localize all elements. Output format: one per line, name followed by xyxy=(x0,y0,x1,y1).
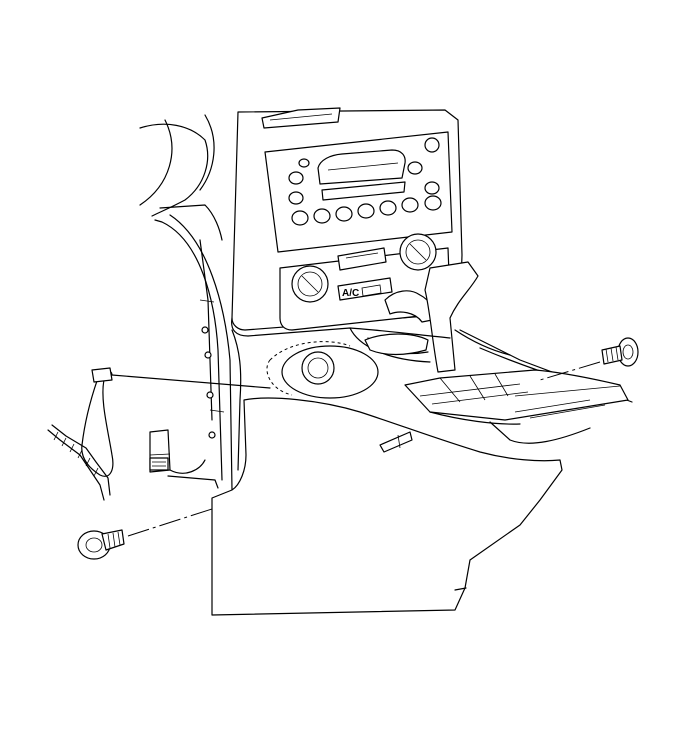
dashboard-left-section xyxy=(139,114,223,241)
lighter-socket xyxy=(301,351,335,385)
radio-button-4 xyxy=(407,161,423,175)
radio-button-3 xyxy=(298,158,310,168)
console-body xyxy=(154,214,633,616)
preset-button-5 xyxy=(379,200,397,216)
ac-button-label: A/C xyxy=(342,288,359,299)
preset-button-1 xyxy=(291,210,309,226)
coin-tray xyxy=(364,333,429,356)
left-bolt-centerline xyxy=(127,507,216,537)
preset-button-2 xyxy=(313,208,331,224)
top-vent xyxy=(261,107,341,129)
radio-button-6 xyxy=(424,181,440,195)
right-bolt-centerline xyxy=(539,361,601,381)
center-stack: A/C xyxy=(231,107,463,331)
preset-button-7 xyxy=(424,195,442,211)
shift-gate xyxy=(404,369,629,421)
shift-lever xyxy=(424,261,479,373)
bracket-grip xyxy=(149,457,169,471)
gear-shifter xyxy=(384,261,511,373)
preset-button-6 xyxy=(401,197,419,213)
radio-button-5 xyxy=(424,137,440,153)
floor-clip xyxy=(379,431,413,453)
right-bolt xyxy=(601,337,639,367)
harness-connector xyxy=(91,367,113,383)
left-bolt xyxy=(77,529,125,560)
radio-panel xyxy=(264,131,453,253)
radio-button-1 xyxy=(288,171,304,185)
ac-button-panel xyxy=(337,277,393,301)
console-lower-panel xyxy=(211,397,563,616)
preset-button-4 xyxy=(357,203,375,219)
preset-button-3 xyxy=(335,206,353,222)
radio-button-2 xyxy=(288,191,304,205)
wire-harness xyxy=(47,367,271,501)
cassette-door xyxy=(321,181,406,201)
